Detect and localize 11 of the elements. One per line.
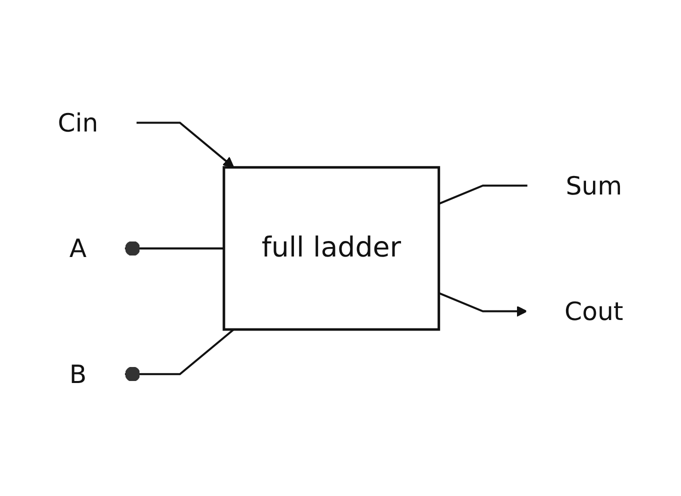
connector [438,184,528,204]
connector [124,240,224,256]
arrow [136,121,234,168]
node-text: Cout [564,296,624,326]
node-text: A [69,232,87,264]
node-box: full ladder [222,166,440,330]
node-text: Cin [58,107,98,138]
connector [124,328,234,382]
node-text: B [69,358,87,389]
arrow [438,292,528,316]
node-text: Sum [566,170,622,200]
